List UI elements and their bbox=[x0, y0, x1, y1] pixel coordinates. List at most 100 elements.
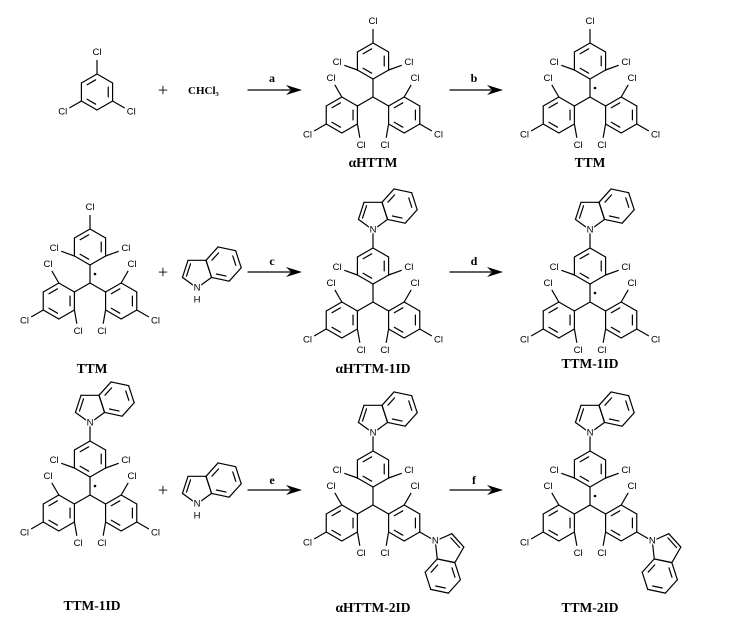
double-bond bbox=[647, 564, 656, 573]
pyrrole-bond bbox=[74, 394, 82, 414]
c-cl-bond bbox=[102, 521, 107, 536]
c-cl-bond bbox=[344, 269, 359, 276]
ring-bond bbox=[620, 504, 638, 515]
double-bond bbox=[548, 510, 559, 517]
c-cl-bond bbox=[604, 269, 619, 276]
ring-bond bbox=[372, 42, 390, 53]
ring-bond bbox=[120, 309, 138, 320]
chlorine-atom: Cl bbox=[597, 548, 606, 559]
ring-bond bbox=[604, 123, 622, 134]
ring-bond bbox=[80, 73, 98, 84]
double-bond bbox=[125, 390, 130, 401]
nitrogen-atom: N bbox=[370, 225, 377, 236]
radical-dot bbox=[593, 86, 597, 90]
nitrogen-atom: N bbox=[587, 428, 594, 439]
ring-bond bbox=[393, 188, 413, 194]
arrow-head bbox=[487, 267, 503, 277]
double-bond bbox=[185, 479, 192, 493]
ring-bond bbox=[58, 521, 76, 532]
double-bond bbox=[331, 102, 342, 109]
compound-label-ttm-2id: TTM-2ID bbox=[562, 600, 619, 615]
chlorine-atom: Cl bbox=[550, 262, 559, 273]
pyrrole-bond bbox=[589, 218, 606, 231]
ring-bond bbox=[381, 404, 389, 424]
methane-bond bbox=[573, 301, 591, 312]
pyrrole-bond bbox=[357, 421, 374, 434]
c-cl-bond bbox=[419, 123, 433, 132]
chlorine-atom: Cl bbox=[327, 278, 336, 289]
arrow-head bbox=[487, 85, 503, 95]
chlorine-atom: Cl bbox=[621, 465, 630, 476]
ring-bond bbox=[558, 96, 576, 107]
double-bond bbox=[362, 272, 373, 279]
ring-bond bbox=[621, 412, 635, 427]
pyrrole-bond bbox=[574, 201, 582, 221]
double-bond bbox=[331, 307, 342, 314]
pyrrole-bond bbox=[434, 533, 453, 542]
chlorine-atom: Cl bbox=[651, 129, 660, 140]
chlorine-atom: Cl bbox=[380, 548, 389, 559]
double-bond bbox=[548, 326, 559, 333]
ring-bond bbox=[386, 421, 406, 427]
c-cl-bond bbox=[602, 531, 607, 546]
chlorine-atom: Cl bbox=[327, 481, 336, 492]
double-bond bbox=[331, 510, 342, 517]
chlorine-atom: Cl bbox=[303, 334, 312, 345]
ring-bond bbox=[325, 504, 343, 515]
ring-bond bbox=[356, 247, 374, 258]
pyrrole-bond bbox=[451, 533, 465, 548]
c-cl-bond bbox=[403, 289, 412, 303]
c-cl-bond bbox=[561, 64, 576, 71]
c-cl-bond bbox=[573, 328, 578, 343]
ring-bond bbox=[341, 504, 359, 515]
chlorine-atom: Cl bbox=[357, 548, 366, 559]
methane-bond bbox=[89, 494, 107, 505]
radical-dot bbox=[593, 291, 597, 295]
ring-bond bbox=[542, 328, 560, 339]
c-cl-bond bbox=[51, 270, 60, 284]
ring-bond bbox=[403, 504, 421, 515]
double-bond bbox=[610, 529, 621, 536]
ring-bond bbox=[604, 328, 622, 339]
chlorine-atom: Cl bbox=[303, 537, 312, 548]
ring-bond bbox=[647, 588, 666, 594]
double-bond bbox=[625, 400, 630, 411]
c-cl-bond bbox=[636, 328, 650, 337]
ring-bond bbox=[98, 381, 112, 396]
ring-bond bbox=[387, 531, 405, 542]
methane-bond bbox=[356, 96, 374, 107]
ring-bond bbox=[610, 391, 630, 397]
ring-bond bbox=[620, 123, 638, 134]
ring-bond bbox=[217, 246, 237, 252]
methane-bond bbox=[356, 301, 374, 312]
c-cl-bond bbox=[120, 270, 129, 284]
c-cl-bond bbox=[334, 492, 343, 506]
pyrrole-bond bbox=[651, 533, 670, 542]
ring-bond bbox=[80, 100, 98, 111]
nitrogen-atom: N bbox=[432, 536, 439, 547]
double-bond bbox=[548, 529, 559, 536]
arrow-head bbox=[286, 267, 302, 277]
ring-bond bbox=[641, 558, 655, 573]
double-bond bbox=[79, 446, 90, 453]
double-bond bbox=[579, 475, 590, 482]
ring-bond bbox=[387, 96, 405, 107]
double-bond bbox=[548, 121, 559, 128]
step-label-b: b bbox=[471, 71, 478, 85]
double-bond bbox=[393, 102, 404, 109]
c-cl-bond bbox=[61, 462, 76, 469]
pyrrole-bond bbox=[181, 259, 189, 279]
ring-bond bbox=[387, 328, 405, 339]
ring-bond bbox=[89, 228, 107, 239]
chlorine-atom: Cl bbox=[127, 471, 136, 482]
compound-label-ahttm-1id: αHTTM-1ID bbox=[335, 361, 410, 376]
double-bond bbox=[435, 585, 446, 589]
nitrogen-atom: N bbox=[370, 428, 377, 439]
ring-bond bbox=[603, 218, 623, 224]
chlorine-atom: Cl bbox=[434, 129, 443, 140]
chlorine-atom: Cl bbox=[44, 471, 53, 482]
double-bond bbox=[110, 307, 121, 314]
double-bond bbox=[610, 326, 621, 333]
compound-label-ahttm: αHTTM bbox=[349, 155, 398, 170]
